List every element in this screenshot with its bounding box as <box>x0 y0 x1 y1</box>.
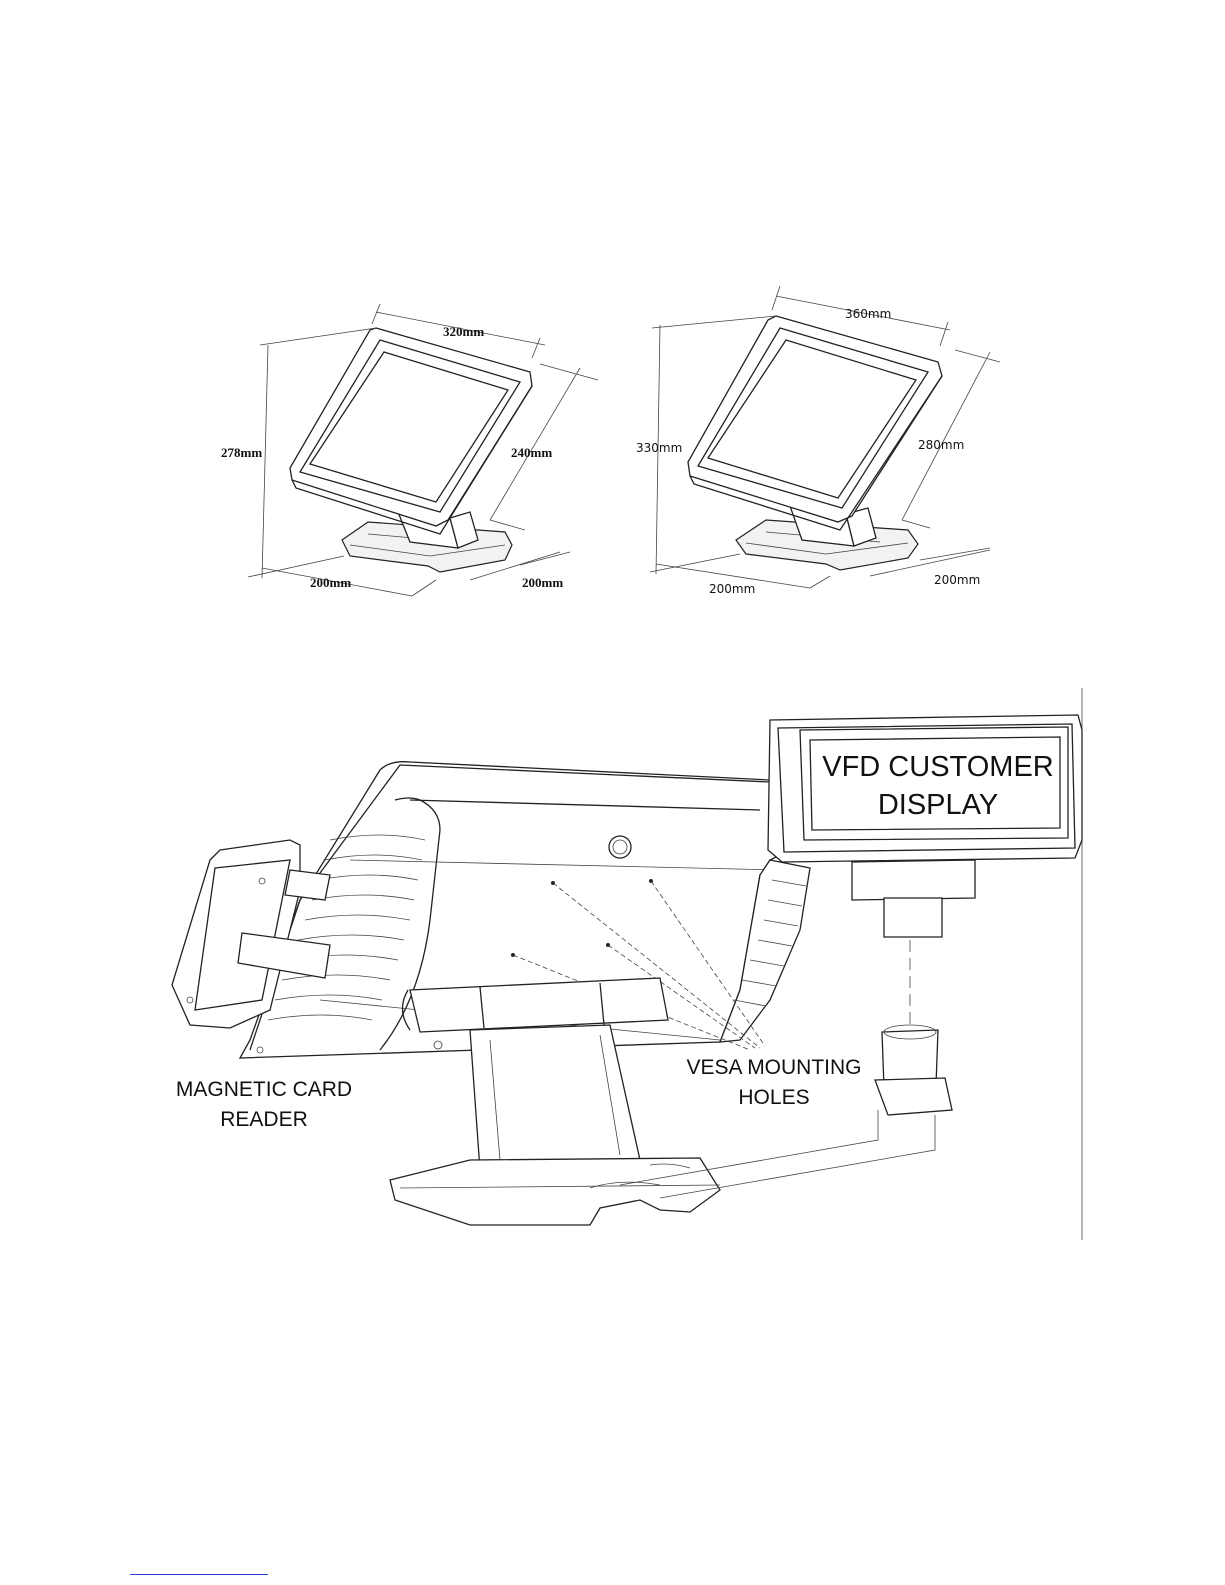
vesa-label-line1: VESA MOUNTING <box>686 1056 861 1079</box>
dim-left-height: 278mm <box>221 445 262 460</box>
dim-left-base-depth: 200mm <box>310 575 351 590</box>
dim-right-width: 360mm <box>845 307 891 321</box>
vesa-label-line2: HOLES <box>738 1086 809 1109</box>
dim-left-base-width: 200mm <box>522 575 563 590</box>
dim-right-base-width: 200mm <box>934 573 980 587</box>
monitor-left-drawing <box>290 328 532 572</box>
monitor-right-drawing <box>688 316 942 570</box>
card-reader-label-line2: READER <box>220 1108 308 1131</box>
footer-link-underline[interactable] <box>130 1574 268 1575</box>
vfd-label-line2: DISPLAY <box>878 789 998 821</box>
dim-right-screen-height: 280mm <box>918 438 964 452</box>
vfd-label-line1: VFD CUSTOMER <box>822 751 1053 783</box>
dim-left-screen-height: 240mm <box>511 445 552 460</box>
dim-right-height: 330mm <box>636 441 682 455</box>
dim-right-base-depth: 200mm <box>709 582 755 596</box>
dim-left-width: 320mm <box>443 324 484 339</box>
card-reader-label-line1: MAGNETIC CARD <box>176 1078 352 1101</box>
